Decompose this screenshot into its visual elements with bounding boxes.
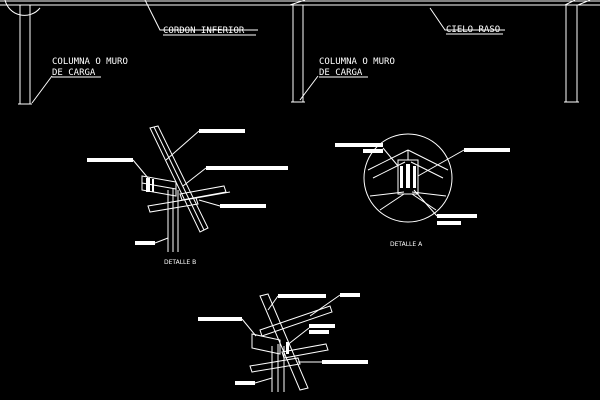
leader xyxy=(254,377,273,384)
rafter-right-inner xyxy=(410,161,444,179)
bolt xyxy=(413,166,416,188)
detail-b: DETALLE B xyxy=(87,125,288,266)
purlin-edge xyxy=(195,191,231,199)
rafter-flange xyxy=(153,126,205,231)
purlin xyxy=(179,185,227,201)
label-tag xyxy=(340,293,360,297)
bolt xyxy=(406,164,410,188)
leader xyxy=(165,130,200,161)
bolt xyxy=(152,179,154,192)
label-column-left-1: COLUMNA O MURO xyxy=(52,57,128,67)
label-tag xyxy=(206,166,288,170)
leader-col-left xyxy=(31,75,53,104)
label-tag xyxy=(335,143,383,147)
web-member xyxy=(289,0,306,6)
leader-cielo xyxy=(429,7,505,31)
label-column-mid-1: COLUMNA O MURO xyxy=(319,57,395,67)
leader xyxy=(241,318,257,337)
rafter-left-inner xyxy=(372,161,406,179)
leader-cordon xyxy=(144,0,258,31)
label-tag xyxy=(322,360,368,364)
leader xyxy=(413,189,438,217)
web-member xyxy=(577,0,591,6)
leader xyxy=(267,295,279,311)
detail-marker-arc xyxy=(4,0,41,16)
purlin xyxy=(281,343,329,359)
bolt xyxy=(286,342,289,354)
rafter-sloped xyxy=(259,293,309,391)
detail-bottom xyxy=(198,293,368,392)
caption-detalle-a: DETALLE A xyxy=(390,241,423,248)
purlin-lower xyxy=(147,197,199,213)
label-column-mid-2: DE CARGA xyxy=(319,68,363,78)
channel-beam xyxy=(141,175,177,197)
label-tag xyxy=(135,241,155,245)
label-tag xyxy=(464,148,510,152)
label-tag xyxy=(309,330,329,334)
label-tag xyxy=(278,294,326,298)
bolt xyxy=(400,166,403,188)
detail-a: DETALLE A xyxy=(335,133,510,248)
rafter-right xyxy=(407,149,449,171)
label-tag xyxy=(437,214,477,218)
label-tag xyxy=(87,158,133,162)
label-tag xyxy=(235,381,255,385)
bolt xyxy=(146,178,150,192)
caption-detalle-b: DETALLE B xyxy=(164,259,196,266)
rafter-member xyxy=(149,125,209,233)
detail-circle xyxy=(363,133,453,223)
label-tag xyxy=(220,204,266,208)
label-cielo-raso: CIELO RASO xyxy=(446,25,500,35)
rafter-member xyxy=(259,305,333,337)
rafter-left xyxy=(367,149,409,171)
purlin-lower xyxy=(249,357,301,373)
leader xyxy=(182,167,207,187)
leader xyxy=(382,147,399,167)
leader xyxy=(417,149,465,177)
label-column-left-2: DE CARGA xyxy=(52,68,96,78)
label-tag xyxy=(437,221,461,225)
label-cordon-inferior: CORDON INFERIOR xyxy=(163,26,245,36)
label-tag xyxy=(198,317,242,321)
label-tag xyxy=(309,324,335,328)
leader xyxy=(309,294,341,317)
leader xyxy=(132,159,149,179)
label-tag xyxy=(363,149,383,153)
web-left xyxy=(379,193,405,211)
web-member xyxy=(564,0,576,6)
leader-col-mid xyxy=(299,75,319,101)
roof-elevation: CORDON INFERIOR CIELO RASO COLUMNA O MUR… xyxy=(0,0,600,105)
leader xyxy=(198,199,221,207)
label-tag xyxy=(199,129,245,133)
channel-beam xyxy=(251,333,281,355)
leader xyxy=(285,327,310,347)
leader xyxy=(154,237,169,244)
